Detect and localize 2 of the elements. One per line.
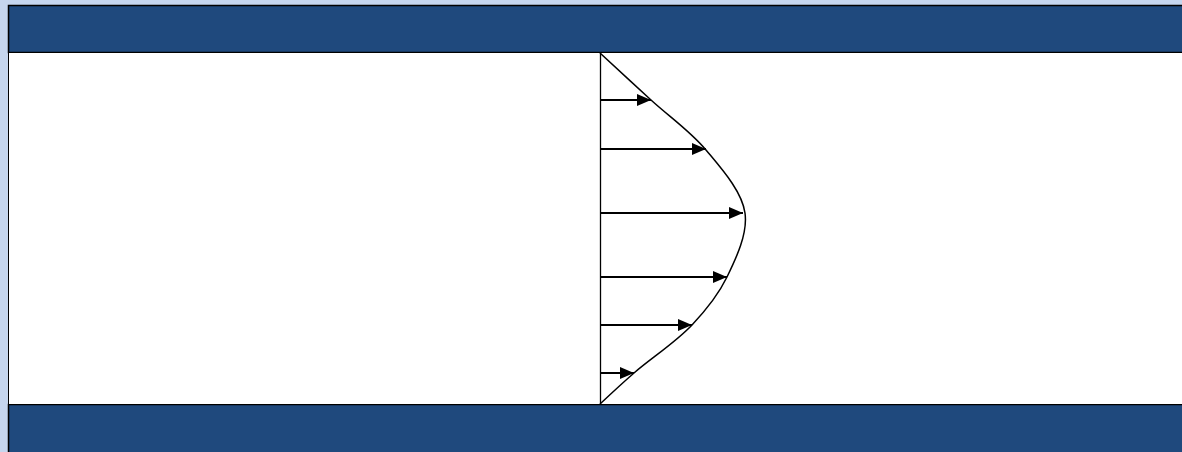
pipe-wall: [7, 403, 1182, 452]
pipe-wall: [7, 4, 1182, 54]
